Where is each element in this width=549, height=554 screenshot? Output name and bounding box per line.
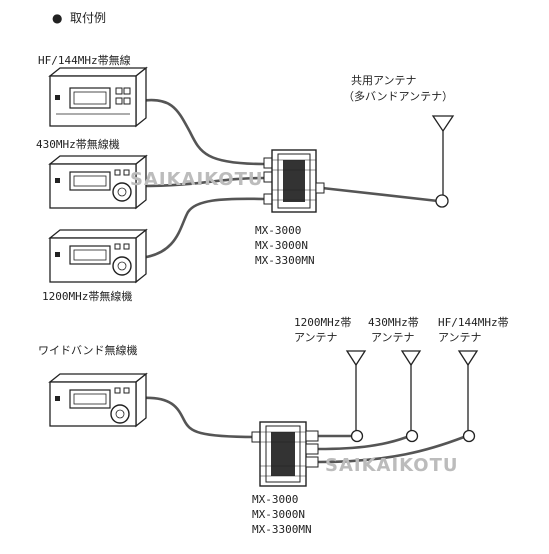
- diagram-1: HF/144MHz帯無線 430MHz帯無線機 1200MHz帯無線機: [36, 53, 455, 303]
- radio-label-1200: 1200MHz帯無線機: [42, 289, 132, 303]
- radio-1200: [48, 228, 148, 284]
- combiner-box-2: [251, 421, 319, 487]
- antenna-hf144-connector: [462, 429, 476, 443]
- radio-430: [48, 154, 148, 210]
- antenna-1200-label-line2: アンテナ: [294, 331, 338, 344]
- model-label: MX-3000: [255, 224, 301, 237]
- antenna-430-element: [400, 350, 422, 367]
- antenna-1200-connector: [350, 429, 364, 443]
- antenna-430-label-line1: 430MHz帯: [368, 316, 419, 329]
- model-label: MX-3300MN: [252, 523, 312, 536]
- radio-wideband: [48, 372, 148, 428]
- model-label: MX-3000N: [255, 239, 308, 252]
- antenna-430-connector: [405, 429, 419, 443]
- radio-label-hf144: HF/144MHz帯無線: [38, 53, 131, 67]
- antenna-1200-element: [345, 350, 367, 367]
- antenna-hf144-label-line1: HF/144MHz帯: [438, 316, 509, 329]
- diagram-2: ワイドバンド無線機: [38, 316, 509, 536]
- model-label: MX-3000N: [252, 508, 305, 521]
- coax-cable-hf144: [139, 98, 265, 166]
- coax-cable-wideband: [139, 396, 259, 439]
- watermark: SAIKAIKOTU: [325, 455, 459, 476]
- antenna-430: [400, 350, 422, 443]
- header-title: 取付例: [70, 11, 106, 25]
- watermark: SAIKAIKOTU: [130, 169, 264, 190]
- antenna-shared: [431, 115, 455, 208]
- antenna-label-line2: （多バンドアンテナ）: [343, 89, 453, 103]
- antenna-label-line1: 共用アンテナ: [351, 74, 417, 87]
- coax-cable-430: [139, 176, 265, 188]
- coax-cable-to-430-antenna: [317, 435, 408, 451]
- antenna-shared-connector: [435, 194, 449, 208]
- combiner-box-1: [263, 149, 325, 213]
- antenna-shared-element: [431, 115, 455, 133]
- antenna-1200-label-line1: 1200MHz帯: [294, 316, 351, 329]
- antenna-1200: [345, 350, 367, 443]
- antenna-hf144: [457, 350, 479, 443]
- antenna-hf144-label-line2: アンテナ: [438, 331, 482, 344]
- header-bullet: ●: [52, 11, 62, 25]
- coax-cable-antenna: [321, 186, 439, 203]
- antenna-hf144-element: [457, 350, 479, 367]
- radio-hf144: [48, 66, 148, 128]
- model-label: MX-3000: [252, 493, 298, 506]
- coax-cable-1200: [139, 197, 265, 260]
- antenna-430-label-line2: アンテナ: [371, 331, 415, 344]
- radio-label-wideband: ワイドバンド無線機: [38, 343, 138, 357]
- coax-cable-to-hf144-antenna: [317, 435, 465, 464]
- model-label: MX-3300MN: [255, 254, 315, 267]
- radio-label-430: 430MHz帯無線機: [36, 137, 120, 151]
